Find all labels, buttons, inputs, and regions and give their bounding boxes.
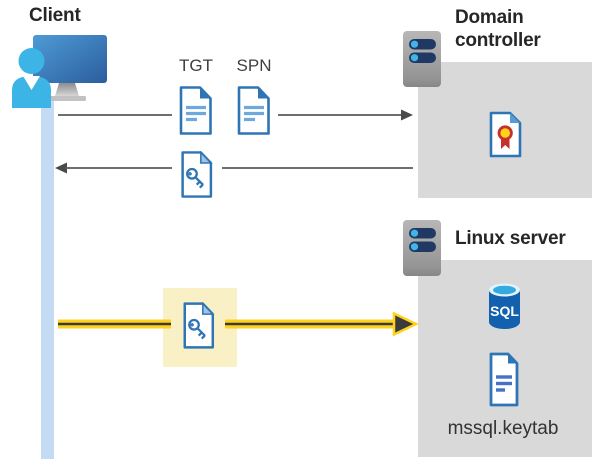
monitor-icon [33,35,107,83]
key-document-icon [181,151,213,198]
keytab-filename-label: mssql.keytab [447,418,559,439]
keytab-file-icon [489,352,519,407]
sql-database-icon: SQL [489,283,520,329]
monitor-stand [55,83,79,96]
linux-server-icon [403,220,441,276]
user-icon [12,48,51,108]
client-label: Client [29,5,81,26]
tgt-label: TGT [179,56,213,75]
client-timeline-bar [41,96,54,459]
sql-text: SQL [490,303,519,319]
tgt-document-icon [179,86,212,135]
client-workstation-icon [12,35,107,108]
arrow-client-to-dc [58,109,413,121]
arrow-client-to-linux [58,311,419,337]
spn-label: SPN [236,56,272,75]
arrow-dc-to-client [55,162,413,174]
certificate-icon [489,111,522,158]
dc-server-icon [403,31,441,87]
monitor-base [50,96,86,101]
domain-controller-label: Domain controller [455,7,541,51]
service-ticket-key-icon [183,301,215,349]
linux-server-label: Linux server [455,228,566,249]
spn-document-icon [237,86,270,135]
